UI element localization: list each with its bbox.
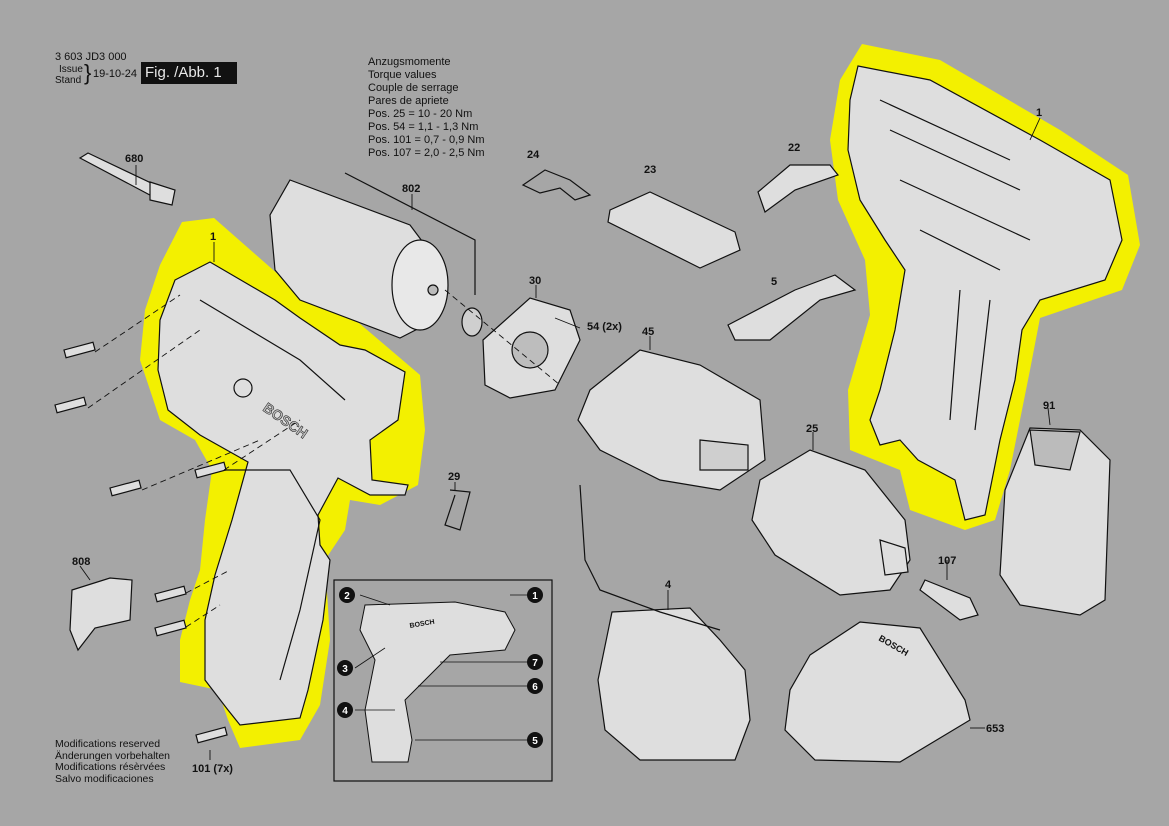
callout-marker [527,587,543,603]
note-line: Salvo modificaciones [55,772,154,785]
part-label-54: 54 (2x) [587,321,622,333]
stand-label: Stand [55,75,82,86]
motor-shaft [427,284,439,296]
chuck-25-nose [879,539,909,576]
housing-left-trim [199,299,346,401]
callout-marker [337,660,353,676]
motor-802-face [391,239,449,331]
figure-label: Fig. /Abb. 1 [141,62,237,84]
screw-107 [919,579,979,621]
screws-101 [54,341,228,744]
part-label-653: 653 [986,723,1004,735]
slider-5 [727,274,857,341]
part-label-1-right: 1 [1036,107,1042,119]
gearbox-45-thread [699,439,749,471]
callout-number: 5 [532,736,538,747]
callout-number: 6 [532,682,538,693]
battery-91-top [1029,429,1081,471]
charger-653 [784,621,971,763]
callout-marker [527,678,543,694]
torque-line: Torque values [368,69,437,81]
callout-number: 4 [342,706,348,717]
document-number: 3 603 JD3 000 [55,51,127,63]
clip-29 [444,489,471,531]
note-line: Änderungen vorbehalten [55,749,171,762]
issue-label: Issue [59,64,83,75]
callout-number: 3 [342,664,348,675]
inset-overview: 1 2 3 4 5 6 7 [333,579,553,782]
part-label-23: 23 [644,164,656,176]
part-label-30: 30 [529,275,541,287]
torque-line: Couple de serrage [368,82,459,94]
note-line: Modifications reserved [55,738,161,750]
bit-680-tip [149,181,176,206]
part-label-29: 29 [448,471,460,483]
leader-lines [79,117,1051,760]
part-label-25: 25 [806,423,818,435]
plate-30-hole [511,331,549,369]
part-label-91: 91 [1043,400,1055,412]
callout-marker [339,587,355,603]
housing-right-ribs [879,99,1031,431]
callout-marker [527,732,543,748]
electronics-4 [597,607,751,761]
callout-marker [527,654,543,670]
torque-line: Anzugsmomente [368,56,451,68]
inset-callout-lines [354,594,527,741]
part-label-107: 107 [938,555,956,567]
bosch-logo-circle [233,378,253,398]
torque-line: Pos. 25 = 10 - 20 Nm [368,108,473,120]
modifications-notes: Modifications reserved Änderungen vorbeh… [55,738,171,785]
motor-bracket [344,172,476,295]
battery-91 [999,427,1111,616]
callout-marker [337,702,353,718]
wrench-24 [521,169,592,201]
part-label-24: 24 [527,149,540,161]
chuck-25 [751,449,911,596]
label-808 [69,577,133,652]
issue-date: 19-10-24 [93,68,138,80]
torque-line: Pares de apriete [368,95,449,107]
part-label-45: 45 [642,326,654,338]
part-label-4: 4 [665,579,672,591]
brand-text-inset: BOSCH [409,619,435,630]
part-label-101: 101 (7x) [192,763,233,775]
part-label-5: 5 [771,276,777,288]
torque-line: Pos. 54 = 1,1 - 1,3 Nm [368,121,479,133]
gear-pinion [461,307,483,337]
callout-number: 1 [532,591,538,602]
callout-number: 2 [344,591,350,602]
housing-right-shell [847,65,1123,521]
assembly-lines [87,289,561,628]
switch-23 [607,191,741,269]
note-line: Modifications résèrvées [55,761,166,773]
brace-symbol: } [84,60,92,85]
housing-left-grip [210,469,321,681]
part-label-808: 808 [72,556,90,568]
cover-22 [757,164,839,213]
torque-values: Anzugsmomente Torque values Couple de se… [368,56,484,160]
torque-line: Pos. 101 = 0,7 - 0,9 Nm [368,134,485,146]
part-label-22: 22 [788,142,800,154]
electronics-wire [579,484,721,631]
part-label-802: 802 [402,183,420,195]
torque-line: Pos. 107 = 2,0 - 2,5 Nm [368,147,485,159]
part-label-1-left: 1 [210,231,216,243]
inset-callout-markers [337,587,543,748]
inset-drill [359,601,516,763]
callout-number: 7 [532,658,538,669]
part-label-680: 680 [125,153,143,165]
housing-left-shell [157,261,409,726]
